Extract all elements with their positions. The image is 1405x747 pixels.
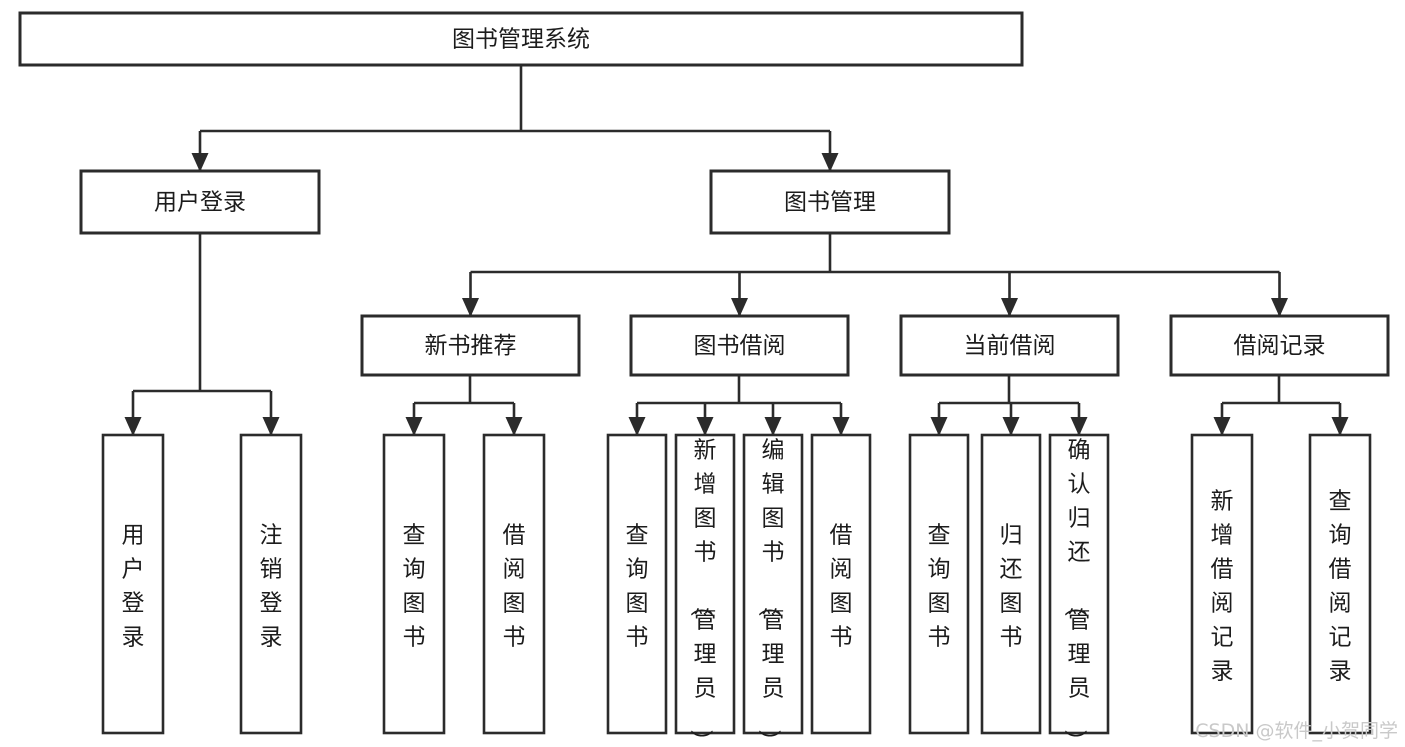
- node-root[interactable]: 图书管理系统: [18, 11, 1024, 67]
- arrow-head-icon: [628, 417, 646, 436]
- node-box[interactable]: [1169, 314, 1390, 377]
- node-leaf-newbook-borrow[interactable]: 借阅图书: [482, 433, 546, 735]
- node-label: 新书推荐: [425, 333, 517, 359]
- arrow-head-icon: [191, 153, 209, 172]
- node-label: 用户登录: [154, 190, 246, 216]
- node-label: 借阅图书: [830, 523, 853, 651]
- arrow-head-icon: [505, 417, 523, 436]
- arrow-head-icon: [1213, 417, 1231, 436]
- node-label: 查询图书: [403, 523, 426, 651]
- node-leaf-record-add[interactable]: 新增借阅记录: [1190, 433, 1254, 735]
- node-leaf-current-return[interactable]: 归还图书: [980, 433, 1042, 735]
- node-bookmgmt[interactable]: 图书管理: [709, 169, 951, 235]
- arrow-head-icon: [821, 153, 839, 172]
- connector-layer: [124, 65, 1349, 436]
- arrow-head-icon: [262, 417, 280, 436]
- arrow-head-icon: [1331, 417, 1349, 436]
- node-borrow[interactable]: 图书借阅: [629, 314, 850, 377]
- node-box[interactable]: [674, 433, 736, 735]
- node-label: 注销登录: [260, 523, 283, 651]
- connector-group-record: [1213, 375, 1349, 436]
- node-leaf-borrow-lend[interactable]: 借阅图书: [810, 433, 872, 735]
- node-box[interactable]: [908, 433, 970, 735]
- node-leaf-borrow-query[interactable]: 查询图书: [606, 433, 668, 735]
- node-box[interactable]: [360, 314, 581, 377]
- node-leaf-record-query[interactable]: 查询借阅记录: [1308, 433, 1372, 735]
- connector-group-borrow: [628, 375, 850, 436]
- node-box[interactable]: [810, 433, 872, 735]
- node-label: 查询图书: [928, 523, 951, 651]
- node-leaf-current-confirm[interactable]: 确认归还（管理员）: [1048, 433, 1110, 747]
- node-leaf-user-logout[interactable]: 注销登录: [239, 433, 303, 735]
- node-label: 归还图书: [1000, 523, 1023, 651]
- arrow-head-icon: [1002, 417, 1020, 436]
- arrow-head-icon: [832, 417, 850, 436]
- csdn-watermark: CSDN @软件_小贺同学: [1195, 720, 1398, 742]
- connector-group-bookmgmt: [462, 233, 1288, 317]
- node-label: 查询借阅记录: [1329, 489, 1352, 685]
- node-label: 图书管理: [784, 190, 876, 216]
- node-label: 新增图书（管理员）: [688, 438, 717, 747]
- node-label: 用户登录: [122, 523, 145, 651]
- arrow-head-icon: [1271, 298, 1288, 317]
- node-label: 查询图书: [626, 523, 649, 651]
- node-leaf-borrow-add[interactable]: 新增图书（管理员）: [674, 433, 736, 747]
- node-record[interactable]: 借阅记录: [1169, 314, 1390, 377]
- node-box[interactable]: [1048, 433, 1110, 735]
- node-label: 当前借阅: [964, 333, 1056, 359]
- node-label: 借阅记录: [1234, 333, 1326, 359]
- node-box[interactable]: [606, 433, 668, 735]
- node-box[interactable]: [899, 314, 1120, 377]
- node-leaf-newbook-query[interactable]: 查询图书: [382, 433, 446, 735]
- node-box[interactable]: [79, 169, 321, 235]
- node-label: 新增借阅记录: [1211, 489, 1234, 685]
- node-current[interactable]: 当前借阅: [899, 314, 1120, 377]
- node-box[interactable]: [1308, 433, 1372, 735]
- node-box[interactable]: [742, 433, 804, 735]
- node-login[interactable]: 用户登录: [79, 169, 321, 235]
- node-newbook[interactable]: 新书推荐: [360, 314, 581, 377]
- node-box[interactable]: [382, 433, 446, 735]
- node-box[interactable]: [629, 314, 850, 377]
- node-box[interactable]: [18, 11, 1024, 67]
- node-box[interactable]: [239, 433, 303, 735]
- node-box[interactable]: [980, 433, 1042, 735]
- arrow-head-icon: [124, 417, 142, 436]
- arrow-head-icon: [462, 298, 479, 317]
- arrow-head-icon: [731, 298, 748, 317]
- node-box[interactable]: [1190, 433, 1254, 735]
- connector-group-current: [930, 375, 1088, 436]
- arrow-head-icon: [930, 417, 948, 436]
- node-label: 编辑图书（管理员）: [756, 438, 785, 747]
- arrow-head-icon: [764, 417, 782, 436]
- node-label: 确认归还（管理员）: [1062, 438, 1091, 747]
- node-label: 借阅图书: [503, 523, 526, 651]
- node-box[interactable]: [482, 433, 546, 735]
- node-layer: 图书管理系统用户登录图书管理新书推荐图书借阅当前借阅借阅记录用户登录注销登录查询…: [18, 11, 1390, 747]
- connector-group-login: [124, 233, 280, 436]
- node-leaf-user-login[interactable]: 用户登录: [101, 433, 165, 735]
- arrow-head-icon: [1070, 417, 1088, 436]
- node-label: 图书管理系统: [452, 27, 590, 53]
- arrow-head-icon: [1001, 298, 1018, 317]
- node-box[interactable]: [101, 433, 165, 735]
- connector-group-newbook: [405, 375, 523, 436]
- node-label: 图书借阅: [694, 333, 786, 359]
- arrow-head-icon: [696, 417, 714, 436]
- arrow-head-icon: [405, 417, 423, 436]
- connector-group-root: [191, 65, 839, 172]
- node-leaf-current-query[interactable]: 查询图书: [908, 433, 970, 735]
- node-box[interactable]: [709, 169, 951, 235]
- node-leaf-borrow-edit[interactable]: 编辑图书（管理员）: [742, 433, 804, 747]
